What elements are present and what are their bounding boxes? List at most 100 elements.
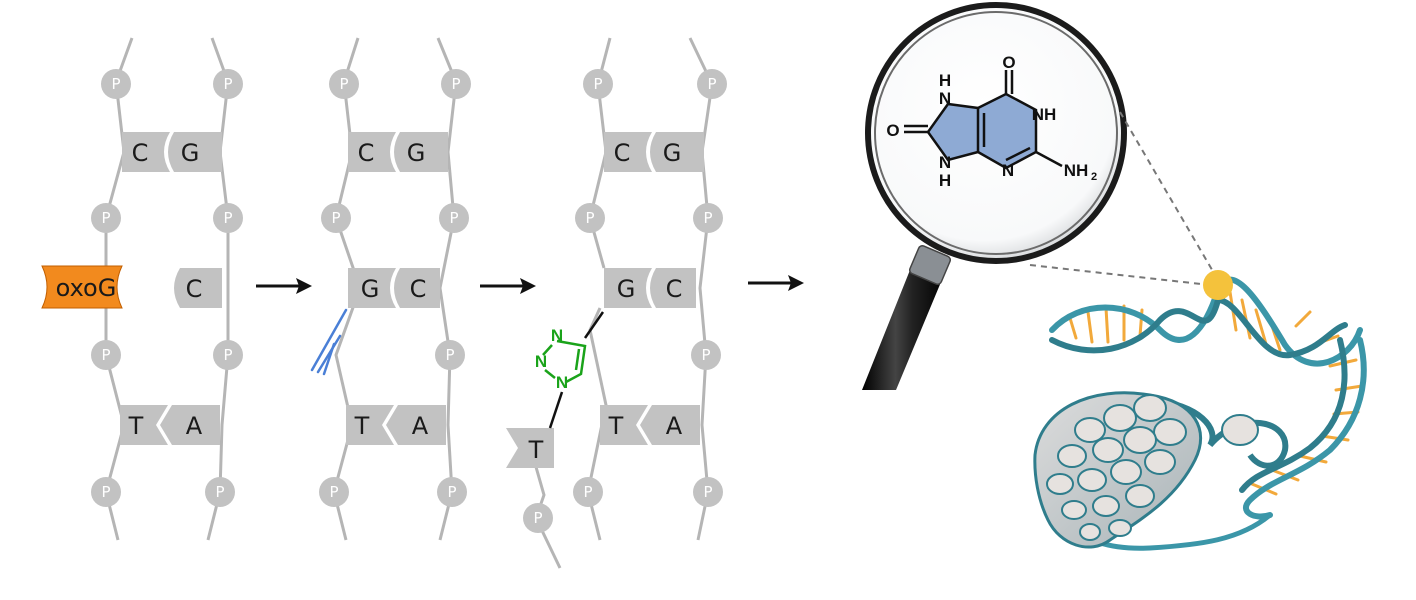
phosphate-label: P (339, 75, 348, 93)
base-g-block (348, 268, 396, 308)
phosphate-label: P (101, 483, 110, 501)
base-c-block (122, 132, 170, 172)
base-label: G (361, 275, 380, 303)
base-label: C (666, 275, 683, 303)
base-g-block (604, 268, 652, 308)
magnifier-handle (862, 255, 946, 390)
base-c-block (650, 268, 696, 308)
base-label: A (666, 412, 683, 440)
phosphate-node (319, 477, 349, 507)
phosphate-node (583, 69, 613, 99)
base-g-block (650, 132, 704, 172)
atom-label: N (1002, 161, 1014, 180)
molecule-fill (928, 94, 1036, 168)
chromatin-fiber (1033, 391, 1289, 551)
oxoguanine-structure: O O H N N H NH N NH 2 (886, 53, 1097, 190)
phosphate-node (321, 203, 351, 233)
base-t-block (120, 405, 168, 445)
phosphate-node (329, 69, 359, 99)
linker-bond (583, 311, 605, 339)
phosphate-node (435, 340, 465, 370)
atom-label: H (939, 71, 951, 90)
base-label: T (354, 412, 370, 440)
nucleosome-cluster (1046, 394, 1259, 541)
molecule-bonds (904, 70, 1063, 170)
phosphate-node (91, 340, 121, 370)
base-c-block (348, 132, 396, 172)
triazole-n-label: N (535, 352, 547, 371)
base-label: C (410, 275, 427, 303)
step-arrow (256, 278, 312, 294)
flipped-t-block (506, 428, 554, 468)
magnifier-illustration: O O H N N H NH N NH 2 (862, 2, 1219, 390)
triazole-n-label: N (551, 326, 563, 345)
phosphate-node (441, 69, 471, 99)
phosphate-node (697, 69, 727, 99)
base-a-block (640, 405, 700, 445)
panel-2-repaired-duplex: P P P P P P P C G G C T A (310, 37, 471, 541)
phosphate-node (213, 69, 243, 99)
base-label: G (407, 139, 426, 167)
base-g-block (394, 132, 448, 172)
base-label: T (528, 436, 544, 464)
base-label: G (617, 275, 636, 303)
phosphate-node (91, 477, 121, 507)
phosphate-label: P (703, 483, 712, 501)
phosphate-label: P (215, 483, 224, 501)
linker-bond (548, 391, 564, 429)
atom-label: NH (1064, 161, 1089, 180)
base-label: C (358, 139, 375, 167)
atom-label: O (1002, 53, 1015, 72)
atom-label: 2 (1091, 171, 1097, 183)
phosphate-node (213, 203, 243, 233)
base-a-block (386, 405, 446, 445)
atom-label: O (886, 121, 899, 140)
base-label: T (608, 412, 624, 440)
phosphate-label: P (223, 75, 232, 93)
triazole-ring (542, 339, 587, 384)
phosphate-node (91, 203, 121, 233)
panel-1-duplex-with-lesion: P P P P P P P P C G oxoG C T A (41, 37, 243, 541)
base-label: A (186, 412, 203, 440)
base-c-block (174, 268, 222, 308)
phosphate-label: P (329, 483, 338, 501)
phosphate-label: P (583, 483, 592, 501)
base-label: C (132, 139, 149, 167)
base-label: C (614, 139, 631, 167)
step-arrow (480, 278, 536, 294)
base-label: T (128, 412, 144, 440)
magnifier-collar (908, 245, 952, 285)
phosphate-node (693, 477, 723, 507)
phosphate-label: P (445, 346, 454, 364)
atom-label: N (939, 153, 951, 172)
base-t-block (600, 405, 648, 445)
panel-3-click-labeled-duplex: P P P P P P P P C G G C T A T (506, 37, 727, 569)
base-g-block (168, 132, 222, 172)
phosphate-node (575, 203, 605, 233)
phosphate-label: P (331, 209, 340, 227)
phosphate-node (213, 340, 243, 370)
triazole-n-label: N (556, 373, 568, 392)
phosphate-label: P (449, 209, 458, 227)
phosphate-node (693, 203, 723, 233)
phosphate-label: P (447, 483, 456, 501)
phosphate-node (205, 477, 235, 507)
base-t-block (346, 405, 394, 445)
phosphate-label: P (593, 75, 602, 93)
phosphate-label: P (101, 346, 110, 364)
phosphate-label: P (223, 346, 232, 364)
phosphate-label: P (451, 75, 460, 93)
zoom-guide-line (1029, 264, 1211, 286)
phosphate-label: P (585, 209, 594, 227)
phosphate-label: P (701, 346, 710, 364)
oxog-label: oxoG (56, 274, 117, 302)
lens-inner-rim (874, 11, 1118, 255)
oxog-lesion-block (41, 265, 123, 309)
lesion-marker (1203, 270, 1233, 300)
phosphate-label: P (533, 509, 542, 527)
atom-label: N (939, 89, 951, 108)
phosphate-label: P (223, 209, 232, 227)
phosphate-label: P (111, 75, 120, 93)
phosphate-label: P (707, 75, 716, 93)
